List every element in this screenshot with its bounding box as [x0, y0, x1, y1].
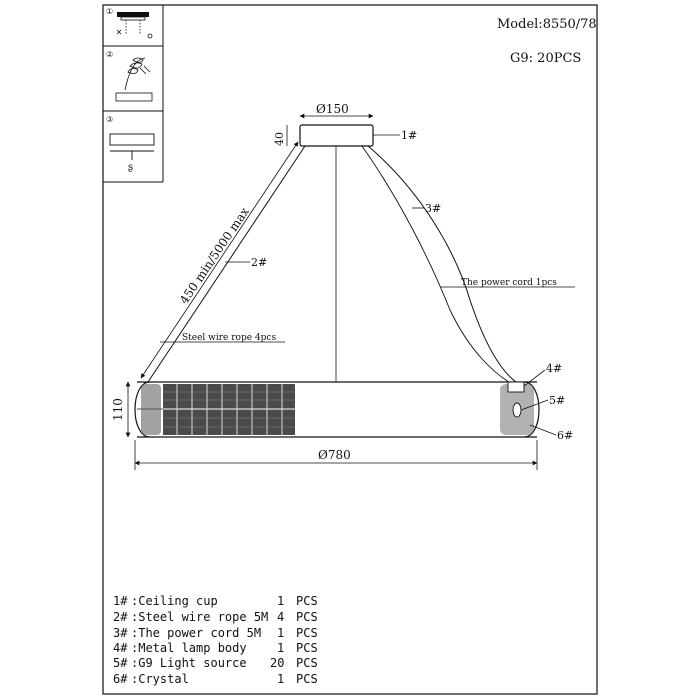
step-1-panel: ① — [106, 7, 153, 39]
callout-leader-6 — [529, 424, 557, 436]
callout-leader-5 — [520, 399, 549, 411]
screw-head-icon — [116, 29, 122, 35]
model-number: Model:8550/78 — [497, 17, 597, 32]
cup-diameter-label: Ø150 — [316, 102, 349, 116]
steel-wire-note: Steel wire rope 4pcs — [182, 333, 276, 343]
parts-row: 1# :Ceiling cup 1 PCS — [113, 594, 318, 608]
ceiling-plate-icon — [117, 12, 149, 17]
lamp-bracket — [507, 381, 525, 393]
part-unit: PCS — [296, 626, 318, 640]
rope-length-label: 450 min/5000 max — [177, 205, 252, 307]
crystal-facets — [163, 391, 295, 428]
connector-icon — [129, 62, 143, 69]
steel-wire-rope-left — [147, 145, 306, 383]
screw-symbol-icon: ʂ — [128, 162, 133, 173]
callout-2: 2# — [251, 256, 267, 269]
part-id: 1# — [113, 594, 128, 608]
part-unit: PCS — [296, 610, 318, 624]
part-id: 2# — [113, 610, 128, 624]
step-1-number: ① — [106, 7, 113, 16]
part-name: :Ceiling cup — [131, 594, 218, 608]
step-3-panel: ③ ʂ — [106, 115, 155, 173]
part-name: :Metal lamp body — [131, 641, 247, 655]
part-id: 6# — [113, 672, 128, 686]
callout-3: 3# — [425, 202, 441, 215]
part-id: 3# — [113, 626, 128, 640]
parts-row: 6# :Crystal 1 PCS — [113, 672, 318, 686]
canopy-icon — [109, 133, 155, 146]
power-cord-drawing — [367, 145, 517, 383]
ring-left-end — [134, 381, 151, 438]
part-unit: PCS — [296, 672, 318, 686]
bulb-spec: G9: 20PCS — [510, 51, 581, 66]
parts-row: 4# :Metal lamp body 1 PCS — [113, 641, 318, 655]
part-unit: PCS — [296, 641, 318, 655]
ceiling-cup-drawing — [299, 124, 374, 147]
part-qty: 1 — [277, 672, 284, 686]
crystal-band — [163, 384, 295, 435]
part-qty: 1 — [277, 594, 284, 608]
callout-4: 4# — [546, 362, 562, 375]
anchor-icon — [147, 33, 153, 39]
connector-icon — [127, 68, 139, 74]
drawing-frame — [102, 4, 598, 695]
ring-right-end — [523, 381, 540, 438]
part-unit: PCS — [296, 656, 318, 670]
parts-row: 5# :G9 Light source 20 PCS — [113, 656, 318, 670]
wire-ends-icon — [139, 65, 151, 75]
parts-row: 3# :The power cord 5M 1 PCS — [113, 626, 318, 640]
part-qty: 4 — [277, 610, 284, 624]
part-qty: 20 — [270, 656, 284, 670]
part-id: 5# — [113, 656, 128, 670]
part-qty: 1 — [277, 641, 284, 655]
power-cord-drawing — [361, 145, 513, 385]
part-id: 4# — [113, 641, 128, 655]
canopy-icon — [115, 92, 153, 102]
part-name: :Steel wire rope 5M — [131, 610, 268, 624]
part-name: :Crystal — [131, 672, 189, 686]
parts-list: 1# :Ceiling cup 1 PCS 2# :Steel wire rop… — [113, 594, 318, 686]
step-2-number: ② — [106, 50, 113, 59]
ring-diameter-label: Ø780 — [318, 448, 351, 462]
callout-leader-4 — [523, 369, 546, 387]
callout-6: 6# — [557, 429, 573, 442]
cup-height-label: 40 — [273, 132, 286, 146]
crystal-cluster-left — [141, 384, 161, 435]
part-name: :G9 Light source — [131, 656, 247, 670]
rope-length-dimension-line — [140, 141, 299, 379]
ring-lamp-body — [134, 381, 540, 438]
step-3-number: ③ — [106, 115, 113, 124]
connector-icon — [132, 57, 144, 63]
callout-5: 5# — [549, 394, 565, 407]
parts-row: 2# :Steel wire rope 5M 4 PCS — [113, 610, 318, 624]
part-qty: 1 — [277, 626, 284, 640]
power-cord-note: The power cord 1pcs — [461, 278, 557, 288]
g9-bulb-icon — [512, 402, 522, 418]
part-name: :The power cord 5M — [131, 626, 261, 640]
callout-1: 1# — [401, 129, 417, 142]
part-unit: PCS — [296, 594, 318, 608]
step-2-panel: ② — [106, 50, 153, 102]
mount-bracket-icon — [120, 16, 146, 21]
ring-height-label: 110 — [111, 398, 125, 421]
